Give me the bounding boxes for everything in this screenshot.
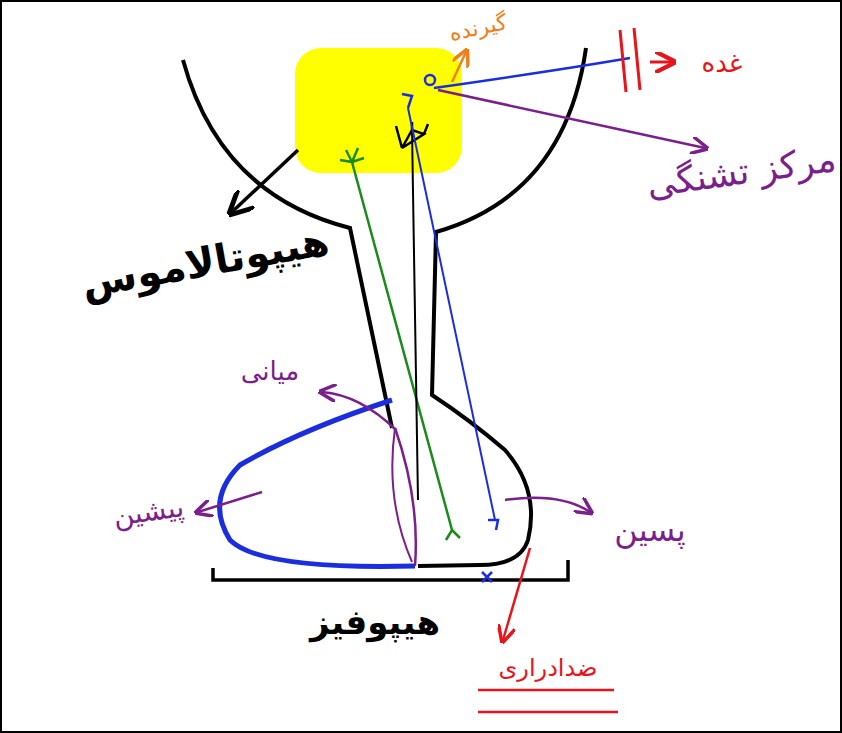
- thirst-center-label: مرکز تشنگی: [643, 137, 838, 206]
- receptor-label: گیرنده: [447, 9, 510, 47]
- intermediate-lobe-label: میانی: [241, 356, 300, 387]
- pituitary-label: هیپوفیز: [310, 602, 440, 643]
- gland-label: غده: [702, 48, 743, 79]
- antidiuretic-label: ضدادراری: [499, 654, 598, 683]
- anterior-lobe-label: پیشین: [111, 490, 186, 533]
- hypothalamus-label: هیپوتالاموس: [78, 217, 333, 308]
- posterior-lobe-label: پسین: [614, 511, 685, 549]
